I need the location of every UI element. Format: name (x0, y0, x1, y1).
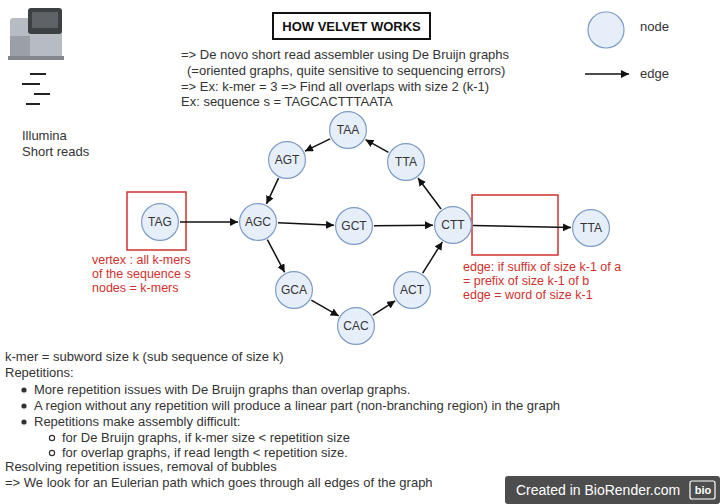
badge-background (505, 476, 720, 504)
sequencer-icon (8, 8, 64, 104)
body-text: Illumina Short reads (22, 128, 94, 160)
body-text: Repetitions: (5, 365, 685, 381)
body-text: for De Bruijn graphs, if k-mer size < re… (62, 430, 712, 446)
legend-text: edge (640, 66, 669, 82)
kmer-node: TAA (329, 111, 367, 149)
graph-edge (418, 178, 441, 209)
watermark-text: bio (691, 482, 715, 498)
body-text: More repetition issues with De Bruijn gr… (34, 382, 714, 398)
node-label: CAC (343, 319, 368, 333)
graph-edge (373, 301, 395, 315)
graph-edge (305, 139, 330, 151)
body-text: A region without any repetition will pro… (34, 398, 718, 414)
kmer-node: TTA (387, 143, 425, 181)
legend-text: node (640, 19, 669, 35)
body-text: Repetitions make assembly difficult: (34, 414, 714, 430)
legend-edge-sample (585, 73, 629, 75)
annotation-text: edge = word of size k-1 (463, 288, 663, 302)
body-text: k-mer = subword size k (sub sequence of … (5, 349, 685, 365)
body-text: Ex: sequence s = TAGCACTTTAATA (181, 94, 581, 110)
body-text: => De novo short read assembler using De… (181, 47, 701, 63)
node-label: GCA (281, 283, 307, 297)
kmer-node: CAC (337, 307, 375, 345)
graph-edge (311, 300, 338, 316)
kmer-node: AGC (239, 203, 277, 241)
graph-edge (180, 221, 238, 223)
node-label: ACT (400, 283, 424, 297)
body-text: for overlap graphs, if read length < rep… (62, 445, 712, 461)
node-label: TAA (337, 123, 359, 137)
body-text: Resolving repetition issues, removal of … (5, 459, 685, 475)
graph-edge (278, 223, 334, 225)
body-text: (=oriented graphs, quite sensitive to se… (187, 63, 707, 79)
legend-node-sample (588, 12, 624, 48)
annotation-text: nodes = k-mers (92, 281, 232, 295)
node-label: CTT (441, 218, 464, 232)
kmer-node: CTT (434, 206, 472, 244)
annotation-text: edge: if suffix of size k-1 of a = prefi… (463, 260, 626, 288)
node-label: AGT (275, 153, 300, 167)
graph-edge (374, 224, 433, 226)
graph-edge (473, 225, 571, 227)
body-text: => Ex: k-mer = 3 => Find all overlaps wi… (181, 79, 701, 95)
watermark-text: Created in BioRender.com (516, 481, 688, 499)
title-box: HOW VELVET WORKS (272, 12, 431, 40)
node-label: AGC (245, 215, 271, 229)
annotation-text: vertex : all k-mers of the sequence s (92, 253, 197, 281)
kmer-node: AGT (268, 141, 306, 179)
kmer-node: TTA (572, 209, 610, 247)
body-text: => We look for an Eulerian path which go… (5, 475, 500, 491)
node-label: TTA (580, 221, 602, 235)
kmer-node: TAG (141, 203, 179, 241)
kmer-node: ACT (393, 271, 431, 309)
graph-edge (267, 240, 284, 273)
badge-logo-frame (690, 481, 715, 499)
node-label: GCT (341, 219, 366, 233)
kmer-node: GCA (275, 271, 313, 309)
node-label: TAG (148, 215, 172, 229)
graph-edge (423, 242, 443, 273)
highlight-box (127, 192, 186, 250)
graph-edge (266, 178, 278, 204)
graph-edge (366, 140, 389, 153)
node-label: TTA (395, 155, 417, 169)
kmer-node: GCT (335, 207, 373, 245)
